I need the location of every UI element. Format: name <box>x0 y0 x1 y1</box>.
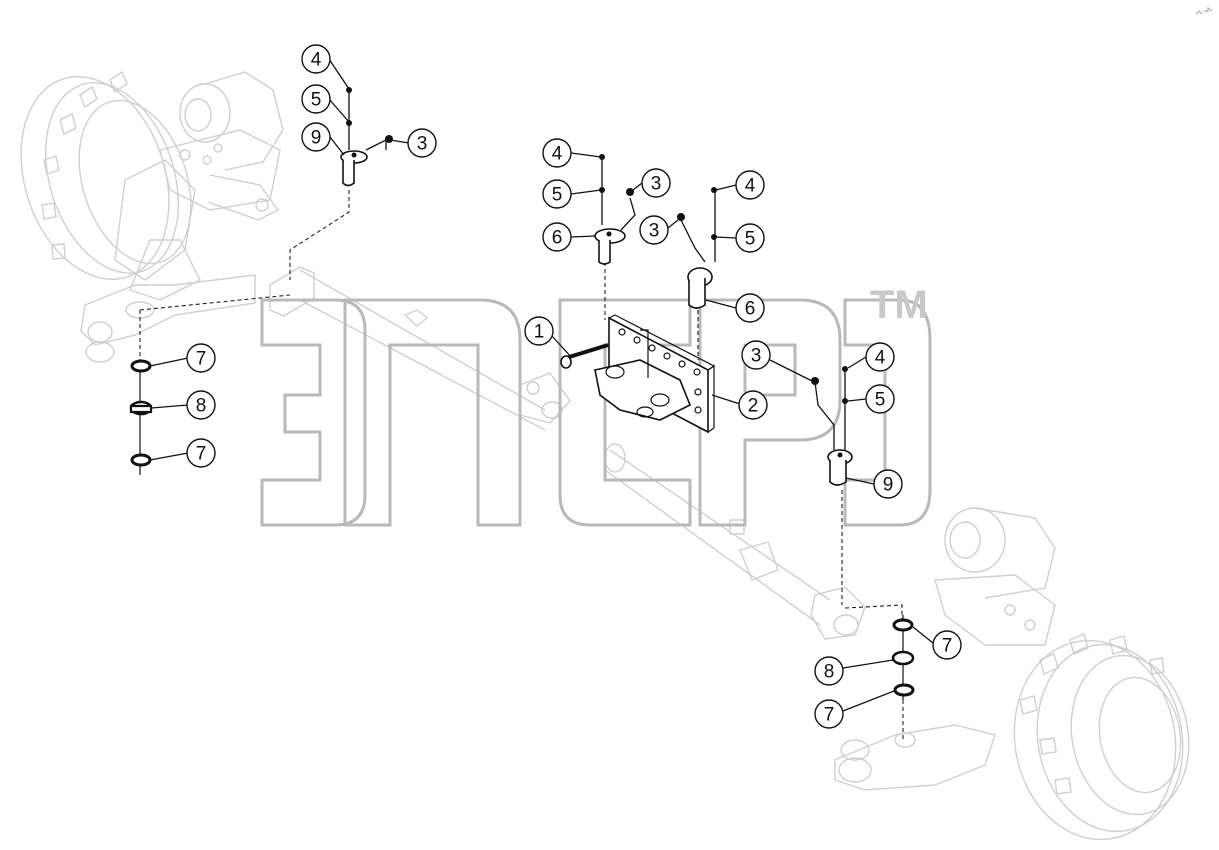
callout-circle <box>865 384 895 414</box>
leader-dots <box>346 87 848 404</box>
callout-c6b: 6 <box>735 293 765 323</box>
callout-c7a: 7 <box>186 343 216 373</box>
callout-c1: 1 <box>524 316 554 346</box>
right-wheel-hub <box>834 507 1190 841</box>
callout-c5d: 5 <box>865 384 895 414</box>
callout-c9b: 9 <box>873 469 903 499</box>
watermark-letter-l <box>343 298 522 527</box>
callout-c3a: 3 <box>407 128 437 158</box>
callout-c8b: 8 <box>814 656 844 686</box>
callout-c7d: 7 <box>814 699 844 729</box>
watermark-tm: TM <box>870 283 928 327</box>
callout-circle <box>735 293 765 323</box>
callout-label: 9 <box>883 475 894 496</box>
callout-label: 7 <box>196 444 207 465</box>
callout-label: 6 <box>745 299 756 320</box>
pin-assembly-center-lower <box>677 192 716 309</box>
callout-circle <box>407 128 437 158</box>
callout-c7b: 7 <box>186 438 216 468</box>
callout-label: 3 <box>649 221 660 242</box>
callout-c3d: 3 <box>741 340 771 370</box>
callout-circle <box>741 340 771 370</box>
callout-group: 4 5 9 3 7 8 7 4 5 6 3 3 4 5 6 1 2 3 4 5 9 7 8 7 <box>186 44 962 729</box>
callout-circle <box>738 390 768 420</box>
assembly-lines <box>139 190 904 740</box>
callout-label: 4 <box>552 144 563 165</box>
watermark-letter-e <box>260 298 367 527</box>
callout-circle <box>186 343 216 373</box>
callout-label: 3 <box>751 346 762 367</box>
callout-c5a: 5 <box>301 84 331 114</box>
callout-circle <box>873 469 903 499</box>
pin-assembly-right <box>811 370 853 486</box>
callout-label: 5 <box>311 90 322 111</box>
callout-label: 2 <box>748 396 759 417</box>
callout-circle <box>542 179 572 209</box>
callout-label: 5 <box>875 390 886 411</box>
callout-circle <box>186 390 216 420</box>
callout-leaders <box>149 58 934 712</box>
callout-circle <box>641 168 671 198</box>
callout-circle <box>524 316 554 346</box>
left-wheel-hub <box>20 70 284 363</box>
watermark-letter-r <box>698 298 842 527</box>
callout-c3b: 3 <box>641 168 671 198</box>
corner-mark <box>1195 6 1213 15</box>
callout-circle <box>814 699 844 729</box>
pin-assembly-left <box>340 92 393 187</box>
watermark: TM <box>260 283 932 527</box>
callout-c7c: 7 <box>932 630 962 660</box>
callout-c4d: 4 <box>865 342 895 372</box>
callout-label: 3 <box>417 134 428 155</box>
callout-circle <box>735 223 765 253</box>
callout-label: 1 <box>534 322 545 343</box>
callout-c9a: 9 <box>301 122 331 152</box>
callout-circle <box>301 122 331 152</box>
callout-circle <box>542 138 572 168</box>
callout-c8a: 8 <box>186 390 216 420</box>
callout-circle <box>542 222 572 252</box>
callout-label: 7 <box>196 349 207 370</box>
callout-label: 7 <box>942 636 953 657</box>
washer-stack-left <box>129 359 153 475</box>
callout-circle <box>301 84 331 114</box>
callout-label: 9 <box>311 128 322 149</box>
callout-c4c: 4 <box>735 170 765 200</box>
callout-c2: 2 <box>738 390 768 420</box>
callout-c5c: 5 <box>735 223 765 253</box>
callout-label: 5 <box>745 229 756 250</box>
callout-circle <box>301 44 331 74</box>
callout-label: 8 <box>824 662 835 683</box>
callout-circle <box>186 438 216 468</box>
tie-rod <box>269 266 866 640</box>
callout-label: 5 <box>552 185 563 206</box>
callout-label: 7 <box>824 705 835 726</box>
watermark-letter-p <box>843 298 932 527</box>
callout-c3c: 3 <box>639 215 669 245</box>
callout-c6a: 6 <box>542 222 572 252</box>
washer-stack-right <box>891 615 915 700</box>
callout-label: 6 <box>552 228 563 249</box>
callout-c5b: 5 <box>542 179 572 209</box>
pin-assembly-center <box>594 160 636 265</box>
mounting-bracket <box>594 314 716 434</box>
callout-circle <box>814 656 844 686</box>
callout-label: 4 <box>745 176 756 197</box>
callout-c4b: 4 <box>542 138 572 168</box>
callout-c4a: 4 <box>301 44 331 74</box>
bolt <box>560 343 609 369</box>
callout-label: 4 <box>311 50 322 71</box>
callout-circle <box>735 170 765 200</box>
callout-circle <box>865 342 895 372</box>
callout-label: 8 <box>196 396 207 417</box>
callout-label: 4 <box>875 348 886 369</box>
callout-label: 3 <box>651 174 662 195</box>
callout-circle <box>639 215 669 245</box>
callout-circle <box>932 630 962 660</box>
